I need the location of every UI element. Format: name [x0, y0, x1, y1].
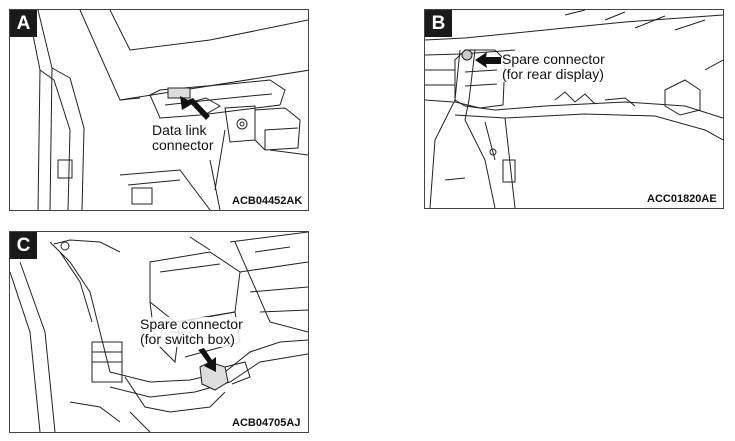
panel-a-label: A — [10, 10, 37, 37]
panel-b-label: B — [425, 10, 452, 37]
panel-b-illustration — [425, 10, 723, 208]
data-link-connector-shape — [167, 87, 191, 99]
data-link-connector-callout: Data link connector — [152, 122, 214, 153]
arrow-icon — [475, 52, 501, 68]
figure-code: ACB04452AK — [232, 195, 303, 207]
arrow-icon — [180, 96, 210, 120]
panel-b: B Spare connector (for rear display) ACC… — [424, 9, 724, 209]
figure-code: ACC01820AE — [647, 193, 717, 205]
spare-connector-switch-box-callout: Spare connector (for switch box) — [140, 317, 243, 347]
callout-line-2: (for rear display) — [502, 66, 604, 82]
callout-line-2: connector — [152, 137, 214, 153]
panel-a: A Data link connector ACB04452AK — [9, 9, 309, 211]
callout-line-1: Data link — [152, 122, 207, 138]
callout-line-1: Spare connector — [140, 316, 243, 332]
panel-a-illustration — [27, 10, 308, 210]
callout-line-2: (for switch box) — [140, 331, 235, 347]
spare-connector-shape — [461, 49, 473, 61]
panel-c: C Spare connector (for switch box) ACB04… — [9, 231, 309, 433]
panel-c-label: C — [10, 232, 37, 259]
spare-connector-rear-display-callout: Spare connector (for rear display) — [502, 52, 605, 82]
callout-line-1: Spare connector — [502, 51, 605, 67]
arrow-icon — [198, 348, 216, 372]
figure-code: ACB04705AJ — [232, 417, 301, 429]
